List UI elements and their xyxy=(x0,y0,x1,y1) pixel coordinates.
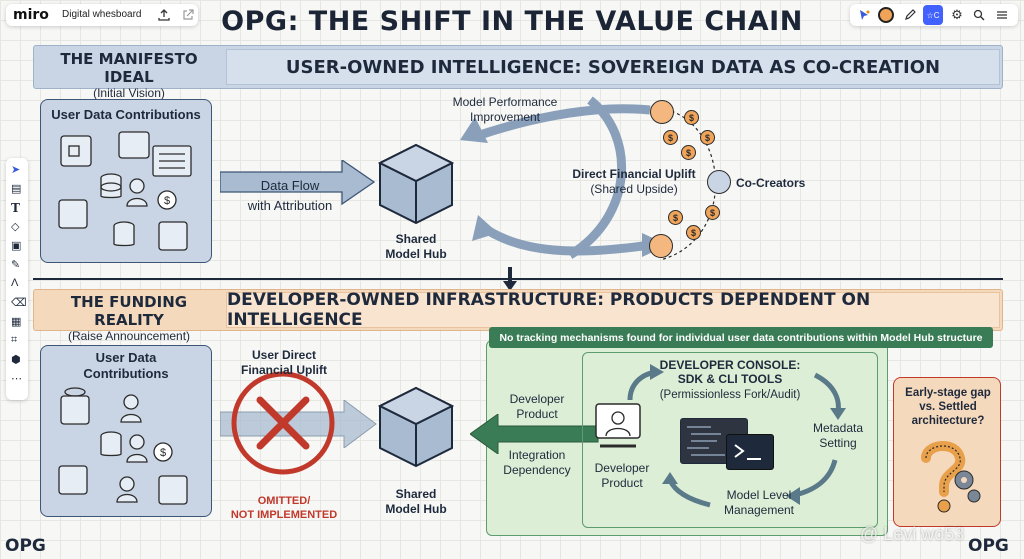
console-box xyxy=(582,352,878,528)
right-toolbar: ☆C ⚙ xyxy=(850,4,1018,26)
left-tool-list: ➤ ▤ T ◇ ▣ ✎ Λ ⌫ ▦ ⌗ ⬢ ⋯ xyxy=(11,163,27,391)
vault-icon xyxy=(60,135,92,167)
dollar-icon xyxy=(157,190,177,210)
vault-icon xyxy=(118,131,150,159)
question-gear-icon xyxy=(921,441,981,513)
section2-label-title: THE FUNDING REALITY xyxy=(70,293,188,329)
feedback-loop-arrows xyxy=(460,96,668,259)
ai-icon[interactable]: ☆C xyxy=(923,5,943,25)
cocreator-avatar-main xyxy=(707,170,731,194)
section2-banner: DEVELOPER-OWNED INFRASTRUCTURE: PRODUCTS… xyxy=(226,290,1000,330)
text-icon[interactable]: T xyxy=(11,201,20,215)
user-icon xyxy=(129,178,145,194)
sticky-icon[interactable]: ▤ xyxy=(11,183,22,195)
pen-icon[interactable]: ✎ xyxy=(11,259,21,271)
data-flow-label: Data Flow xyxy=(260,178,320,193)
cocreator-avatar-bottom xyxy=(649,234,673,258)
console-title: DEVELOPER CONSOLE: SDK & CLI TOOLS xyxy=(659,358,801,386)
gap-question-card: Early-stage gap vs. Settled architecture… xyxy=(893,377,1001,527)
left-toolbar: ➤ ▤ T ◇ ▣ ✎ Λ ⌫ ▦ ⌗ ⬢ ⋯ xyxy=(6,158,28,400)
dev-product-label-2: Developer Product xyxy=(594,461,650,490)
section2-label: THE FUNDING REALITY (Raise Announcement) xyxy=(36,292,222,343)
crop-icon[interactable]: ⌗ xyxy=(11,334,18,346)
dev-product-label: Developer Product xyxy=(509,392,565,421)
apps-icon[interactable]: ⬢ xyxy=(11,354,21,366)
eraser-icon[interactable]: ⌫ xyxy=(11,297,27,309)
vault-icon xyxy=(158,221,188,251)
opg-logo-left: OPG xyxy=(5,536,46,556)
cocreators-label: Co-Creators xyxy=(736,176,806,190)
data-icons: $ xyxy=(58,131,192,251)
search-icon[interactable] xyxy=(969,5,989,25)
section1-label-sub: (Initial Vision) xyxy=(93,86,165,100)
no-tracking-banner: No tracking mechanisms found for individ… xyxy=(489,327,993,348)
s1-data-box-title: User Data Contributions xyxy=(51,107,201,122)
miro-logo[interactable]: miro xyxy=(13,7,49,23)
developer-icon xyxy=(595,403,641,448)
gear-icon[interactable]: ⚙ xyxy=(951,7,963,22)
s1-hub-label: Shared Model Hub xyxy=(385,232,447,261)
cocreator-avatar-top xyxy=(650,100,674,124)
gap-question-text: Early-stage gap vs. Settled architecture… xyxy=(905,387,991,427)
external-link-icon[interactable] xyxy=(178,5,198,25)
dollar-coin-icon: $ xyxy=(684,110,699,125)
s1-data-box: User Data Contributions $ xyxy=(40,99,212,263)
terminal-icon xyxy=(726,434,774,470)
uplift-title: Direct Financial Uplift xyxy=(572,167,696,181)
s2-data-icons: $ xyxy=(58,387,188,505)
s2-data-box: User Data Contributions $ xyxy=(40,345,212,517)
data-flow-arrow xyxy=(220,160,376,206)
down-arrow-icon xyxy=(503,267,517,291)
dollar-coin-icon: $ xyxy=(700,130,715,145)
select-icon[interactable]: ➤ xyxy=(11,164,21,176)
pen-icon[interactable] xyxy=(900,5,920,25)
more-icon[interactable]: ⋯ xyxy=(11,373,22,385)
cube-icon xyxy=(378,386,454,468)
svg-text:$: $ xyxy=(164,195,170,207)
attribution-label: with Attribution xyxy=(247,198,333,213)
console-cycle-arrows xyxy=(627,364,846,508)
console-sub: (Permissionless Fork/Audit) xyxy=(659,389,801,401)
section1-label-title: THE MANIFESTO IDEAL xyxy=(60,50,198,86)
svg-text:$: $ xyxy=(160,447,166,459)
perf-label: Model Performance Improvement xyxy=(452,95,558,124)
prohibited-x-icon xyxy=(231,371,335,475)
cocreator-ring xyxy=(659,107,717,261)
blocked-arrow xyxy=(220,400,377,448)
shapes-icon[interactable]: ◇ xyxy=(11,221,20,233)
dollar-coin-icon: $ xyxy=(668,210,683,225)
opg-logo-right: OPG xyxy=(968,536,1009,556)
integration-label: Integration Dependency xyxy=(503,448,571,477)
board-name[interactable]: Digital whesboard xyxy=(62,9,142,20)
avatar-icon[interactable] xyxy=(876,5,896,25)
uplift-sub: (Shared Upside) xyxy=(590,182,678,196)
vault-icon xyxy=(58,199,88,229)
menu-icon[interactable] xyxy=(992,5,1012,25)
metadata-label: Metadata Setting xyxy=(812,421,864,450)
s2-data-box-title: User Data Contributions xyxy=(83,350,169,381)
cube-icon xyxy=(378,143,454,225)
dollar-coin-icon: $ xyxy=(705,205,720,220)
dollar-coin-icon: $ xyxy=(686,225,701,240)
connector-icon[interactable]: Λ xyxy=(11,277,19,289)
main-title: OPG: THE SHIFT IN THE VALUE CHAIN xyxy=(221,6,803,37)
omitted-label: OMITTED/ NOT IMPLEMENTED xyxy=(230,495,338,521)
watermark: @ Levi wo53 xyxy=(860,524,965,544)
s2-hub-label: Shared Model Hub xyxy=(385,487,447,516)
frame-icon[interactable]: ▣ xyxy=(11,240,22,252)
board-toolbar: miro Digital whesboard xyxy=(6,4,198,26)
model-mgmt-label: Model Level Management xyxy=(723,488,795,517)
s2-uplift-title: User Direct Financial Uplift xyxy=(240,348,327,377)
upload-icon[interactable] xyxy=(154,5,174,25)
template-icon[interactable]: ▦ xyxy=(11,316,22,328)
section-divider xyxy=(33,278,1003,280)
section1-banner: USER-OWNED INTELLIGENCE: SOVEREIGN DATA … xyxy=(226,49,1000,85)
dollar-coin-icon: $ xyxy=(663,130,678,145)
cursor-icon[interactable] xyxy=(854,5,874,25)
section2-label-sub: (Raise Announcement) xyxy=(67,329,191,343)
dollar-coin-icon: $ xyxy=(681,145,696,160)
section1-label: THE MANIFESTO IDEAL (Initial Vision) xyxy=(36,48,222,100)
